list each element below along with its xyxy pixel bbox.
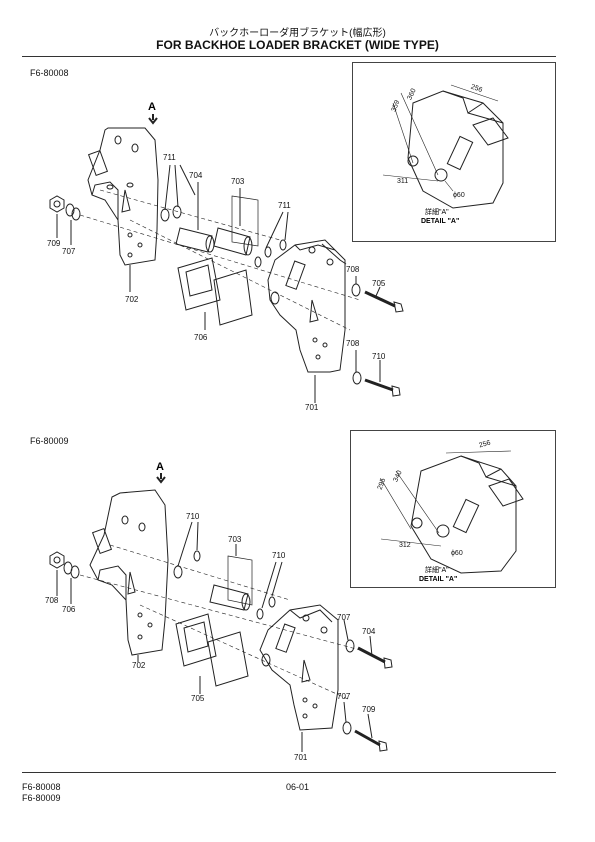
callout-709: 709 [47,239,61,248]
callout-711-right: 711 [278,201,291,210]
dim-359: 359 [391,99,402,112]
bushing-703 [213,227,251,256]
bolt-709 [354,729,381,747]
dim-256: 256 [470,83,483,94]
callout-708-lower: 708 [346,339,360,348]
footer-id: F6-80008 [22,782,61,792]
callout-705: 705 [191,694,205,703]
dim-phi: ϕ60 [451,550,463,557]
callout-711: 711 [163,153,176,162]
detail-view-box: 359 360 256 311 ϕ60 詳細"A" DETAIL "A" [352,62,556,242]
callout-708: 708 [45,596,59,605]
callout-710: 710 [186,512,200,521]
section-id: F6-80008 [30,68,69,78]
callout-703: 703 [231,177,245,186]
callout-706: 706 [62,605,76,614]
washer-707 [65,203,75,217]
callout-710-right: 710 [272,551,286,560]
bracket-plate-701 [267,239,346,373]
dim-phi: ϕ60 [453,192,465,199]
section-id-2: F6-80009 [30,436,69,446]
callout-701: 701 [305,403,319,412]
dim-360: 360 [406,88,417,102]
dim-340: 340 [392,470,403,484]
callout-707: 707 [62,247,76,256]
plate-706a [177,257,221,311]
callout-704: 704 [362,627,376,636]
callout-704: 704 [189,171,203,180]
plate-706b [213,269,253,326]
nut-708 [49,551,65,569]
page-title: FOR BACKHOE LOADER BRACKET (WIDE TYPE) [156,38,439,52]
callout-702: 702 [132,661,146,670]
view-arrow-icon [156,473,166,484]
callout-707: 707 [337,613,351,622]
plate-705b [207,631,249,687]
detail-label-jp: 詳細"A" [425,207,449,216]
dim-312: 312 [399,542,411,549]
callout-708: 708 [346,265,360,274]
callout-710: 710 [372,352,386,361]
callout-702: 702 [125,295,139,304]
detail-a-drawing: 359 360 256 311 ϕ60 詳細"A" DETAIL "A" [382,83,509,225]
callout-707-lower: 707 [337,692,351,701]
washer-708a [351,283,361,297]
footer-rule [22,772,556,773]
view-arrow-icon [148,114,158,125]
page-title-jp: バックホーローダ用ブラケット(幅広形) [209,28,386,39]
dim-295: 295 [377,477,388,490]
detail-a-drawing-2: 295 340 256 312 ϕ60 詳細"A" DETAIL "A" [377,440,524,583]
detail-view-box-2: 295 340 256 312 ϕ60 詳細"A" DETAIL "A" [350,430,556,588]
bolt-705 [364,290,396,308]
footer-id-2: F6-80009 [22,793,61,803]
bracket-plate-702 [89,489,169,656]
dim-256: 256 [478,440,491,450]
callout-709: 709 [362,705,376,714]
callout-703: 703 [228,535,242,544]
bracket-plate-701 [259,604,339,731]
header-rule [22,56,556,57]
dim-311: 311 [397,178,408,185]
washer-708b [352,371,362,385]
pin-703 [209,584,249,611]
view-arrow-label: A [148,101,156,113]
callout-706: 706 [194,333,208,342]
exploded-view-diagram: A 709 707 702 711 704 703 711 706 708 70… [47,101,404,412]
nut-709 [49,195,65,213]
detail-label: DETAIL "A" [421,218,459,225]
exploded-view-diagram-2: A 708 706 702 710 703 710 705 707 704 70… [45,461,393,762]
callout-705: 705 [372,279,386,288]
detail-label: DETAIL "A" [419,576,457,583]
plate-705a [175,613,217,667]
callout-701: 701 [294,753,308,762]
detail-label-jp: 詳細"A" [425,565,449,574]
view-arrow-label: A [156,461,164,473]
pin-704 [175,227,213,253]
bracket-plate-702 [87,127,159,266]
bolt-710 [364,378,394,392]
page-number: 06-01 [285,782,310,792]
shim-703 [227,555,253,606]
